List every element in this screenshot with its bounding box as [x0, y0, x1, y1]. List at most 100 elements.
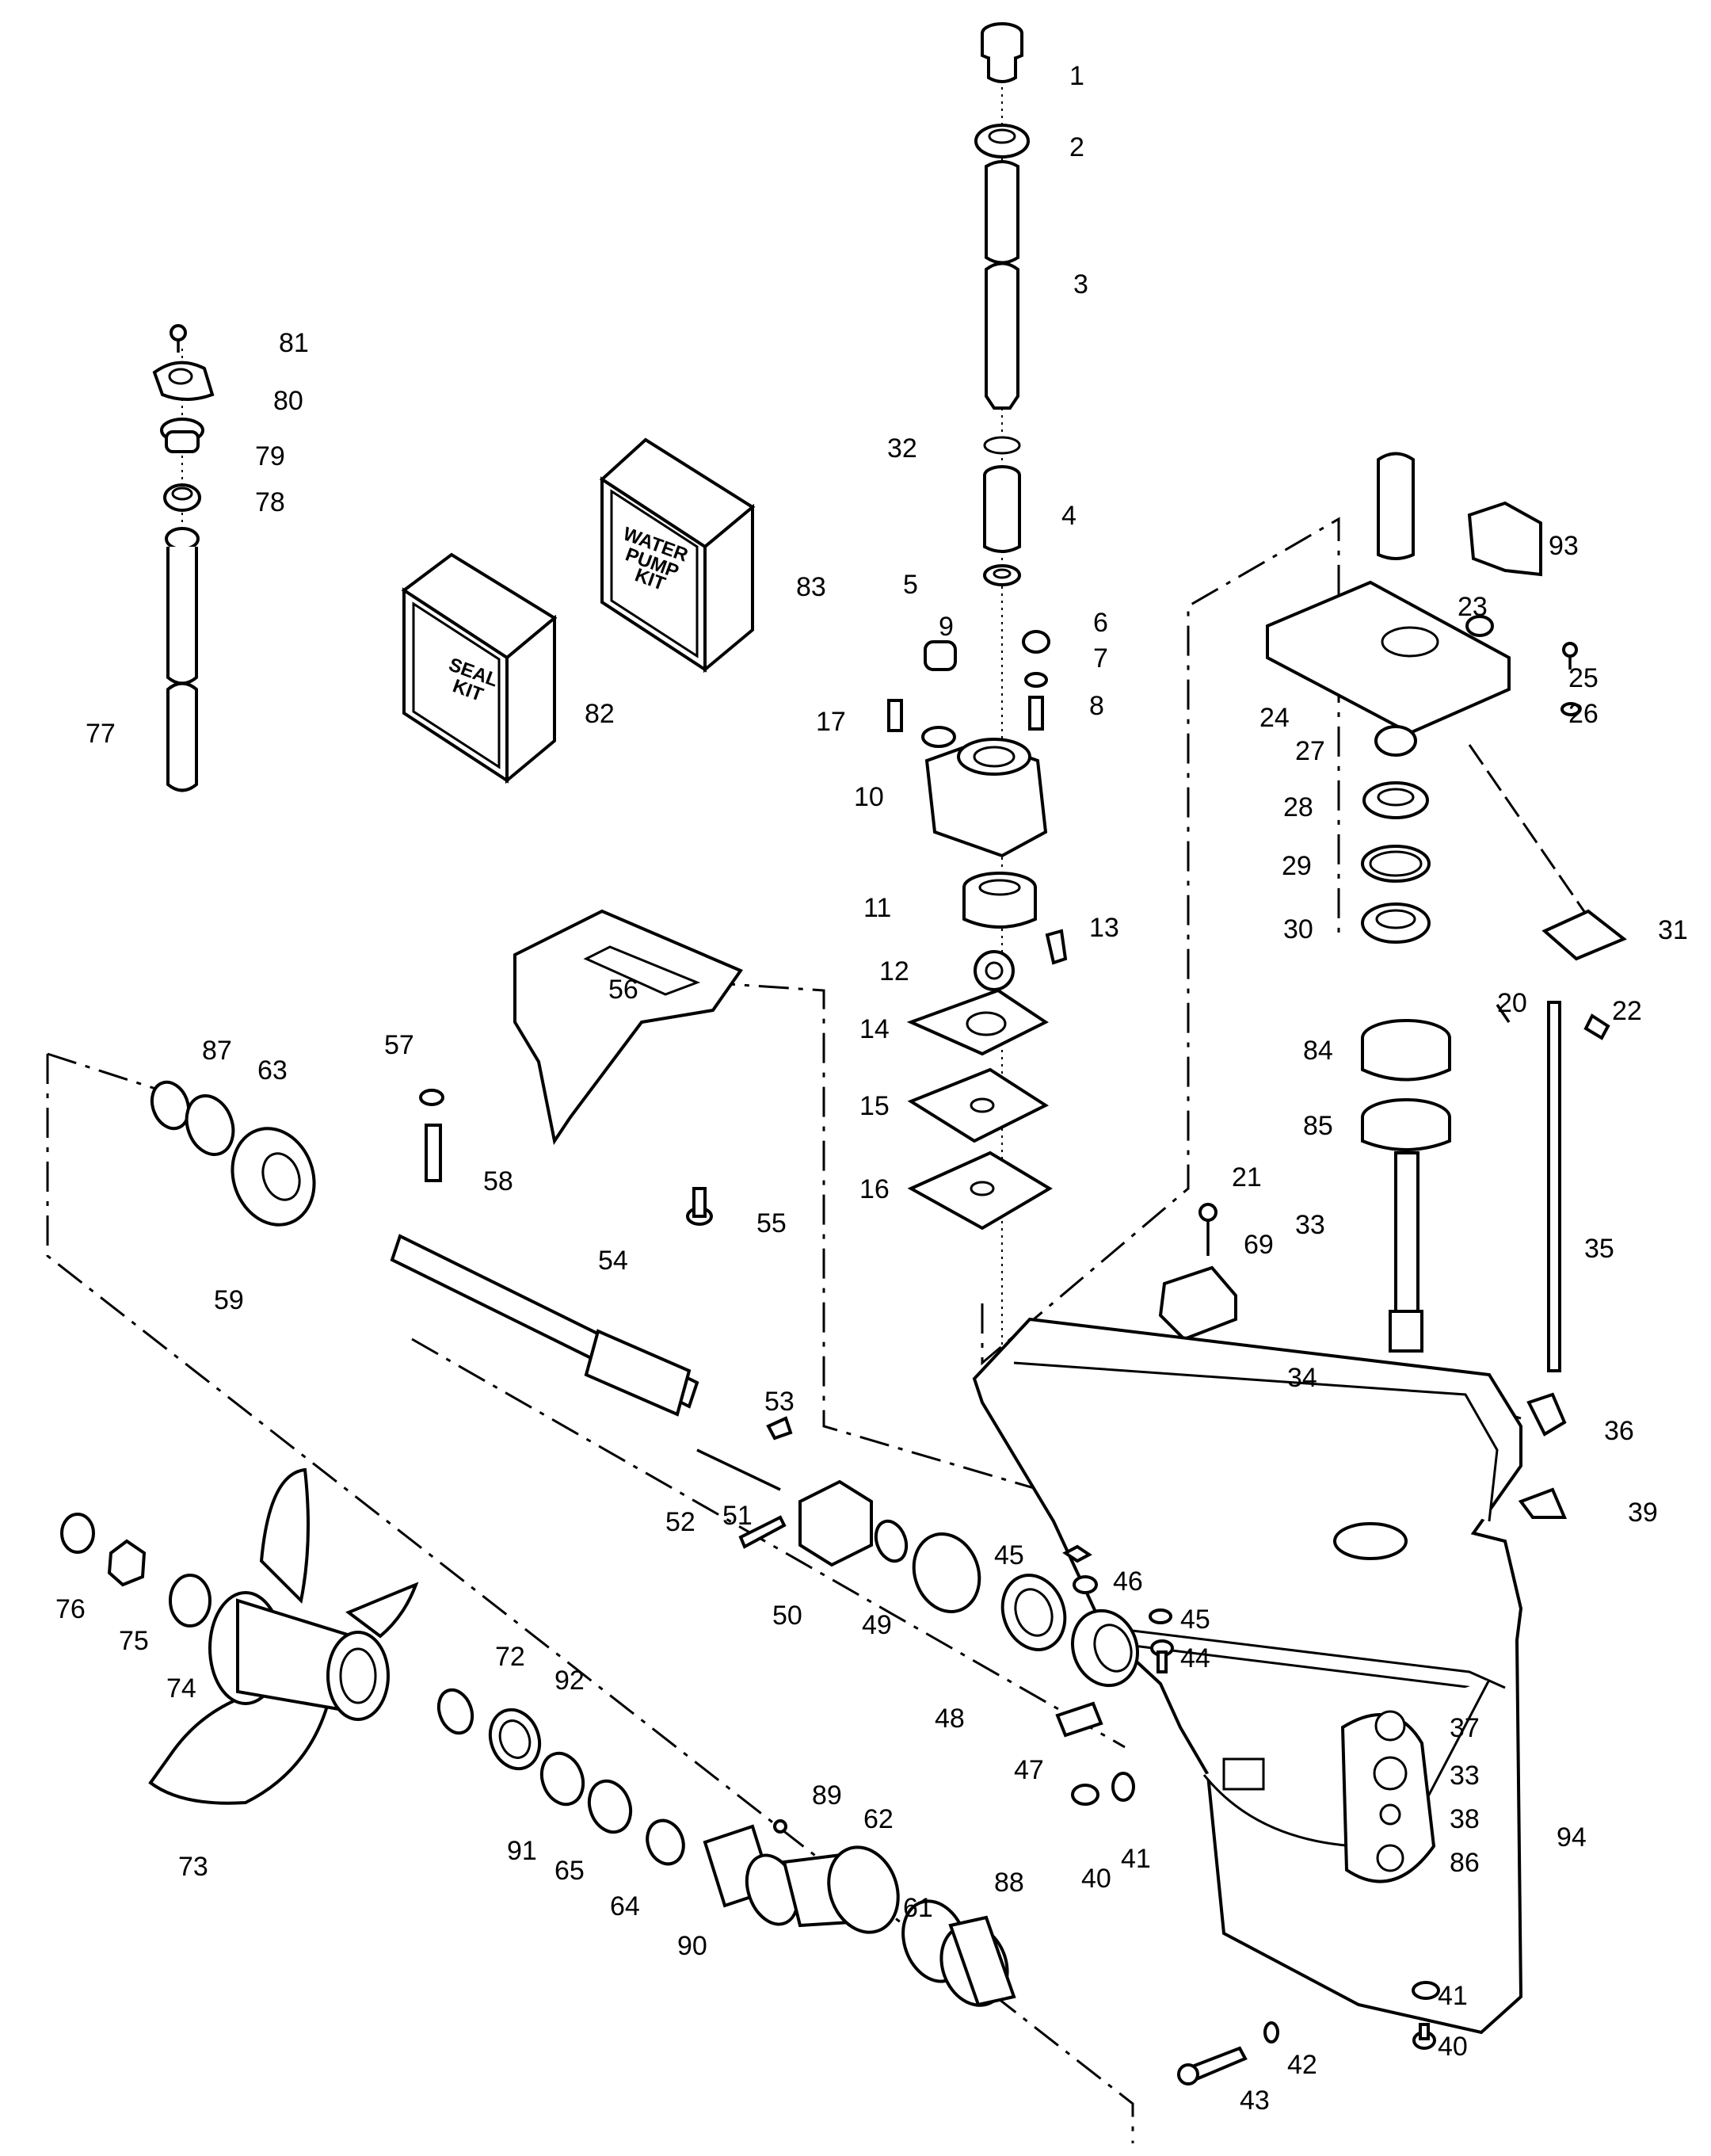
part-52-spring [696, 1448, 781, 1491]
part-27-seal [1374, 725, 1417, 757]
part-43-screw [1177, 2046, 1248, 2085]
callout-c33b: 33 [1450, 1761, 1480, 1791]
part-14-gasket [906, 988, 1049, 1056]
part-59-gear [231, 1127, 316, 1227]
callout-c4: 4 [1061, 501, 1077, 531]
part-8-stud [1028, 696, 1044, 731]
callout-c85: 85 [1303, 1111, 1333, 1141]
callout-c42: 42 [1287, 2050, 1317, 2080]
part-41-washer-a [1111, 1772, 1135, 1802]
callout-c49: 49 [862, 1610, 892, 1640]
part-48-gear [912, 1532, 1067, 1651]
callout-c39: 39 [1628, 1498, 1658, 1528]
callout-c16: 16 [859, 1174, 890, 1204]
part-7-washer [1024, 672, 1048, 688]
callout-c20: 20 [1497, 988, 1527, 1018]
callout-c62: 62 [863, 1804, 894, 1834]
part-17-stud [887, 699, 903, 732]
callout-c2: 2 [1069, 132, 1084, 162]
callout-c55: 55 [756, 1208, 787, 1238]
callout-c41a: 41 [1121, 1844, 1151, 1874]
callout-c43: 43 [1240, 2085, 1270, 2116]
guide-line-shaft-axis [411, 1337, 1126, 1749]
part-26-washer [1560, 702, 1581, 716]
callout-c31: 31 [1658, 915, 1688, 945]
callout-c91: 91 [507, 1836, 537, 1866]
part-75-tab-washer [107, 1539, 147, 1587]
callout-c35: 35 [1584, 1234, 1614, 1264]
part-10-pump-housing [921, 726, 1048, 858]
part-40-screw-a [1071, 1784, 1099, 1806]
upper-shaft-stub [1377, 452, 1415, 560]
callout-c92: 92 [554, 1666, 585, 1696]
callout-c3: 3 [1073, 269, 1088, 300]
callout-c34: 34 [1287, 1363, 1317, 1393]
callout-c72: 72 [495, 1642, 525, 1672]
callout-c7: 7 [1093, 643, 1108, 674]
guide-line-top [47, 1052, 171, 1095]
callout-c75: 75 [119, 1626, 149, 1656]
callout-c41b: 41 [1438, 1981, 1468, 2011]
callout-c84: 84 [1303, 1036, 1333, 1066]
part-49-washer [874, 1519, 909, 1563]
callout-c78: 78 [255, 487, 285, 517]
callout-c57: 57 [384, 1030, 414, 1060]
callout-c69: 69 [1244, 1230, 1274, 1260]
part-50-clutch [798, 1479, 873, 1567]
water-pump-kit-box: WATER PUMP KIT [599, 437, 756, 674]
part-91-retainer [539, 1751, 585, 1807]
callout-c65: 65 [554, 1856, 585, 1886]
part-72-washer [436, 1688, 474, 1735]
callout-c58: 58 [483, 1166, 513, 1196]
guide-line-pump-base [981, 517, 1340, 1366]
callout-c81: 81 [279, 328, 309, 358]
callout-c77: 77 [86, 719, 116, 749]
part-4-sleeve [983, 465, 1021, 553]
part-25-screw [1562, 642, 1578, 670]
part-69-block [1158, 1265, 1237, 1341]
part-40-screw-b [1412, 2023, 1436, 2050]
part-62-bearing-carrier [745, 1845, 900, 1934]
part-12-impeller [974, 950, 1015, 991]
callout-c6: 6 [1093, 608, 1108, 638]
callout-c32: 32 [887, 433, 917, 464]
callout-c27: 27 [1295, 736, 1325, 766]
part-46-nut [1073, 1575, 1098, 1594]
callout-c51: 51 [722, 1501, 753, 1531]
callout-c80: 80 [273, 386, 303, 416]
propeller-group [60, 1467, 1016, 2007]
part-76-nut [60, 1513, 95, 1554]
part-65-bearing [587, 1779, 633, 1834]
callout-labels: 1233245678917101112131415168180797877838… [55, 61, 1688, 2116]
part-36-cam [1526, 1392, 1567, 1437]
callout-c47: 47 [1014, 1755, 1044, 1785]
part-42-washer [1263, 2021, 1279, 2043]
part-15-plate [907, 1067, 1050, 1143]
housing-hardware [1177, 1981, 1440, 2085]
callout-c52: 52 [665, 1507, 695, 1537]
upper-right-group [1266, 452, 1627, 961]
part-6-nut [1022, 630, 1050, 654]
part-63-bearing [185, 1094, 235, 1156]
part-55-screw [686, 1187, 713, 1226]
callout-c9: 9 [939, 612, 954, 642]
part-35-shift-shaft [1547, 1001, 1561, 1372]
callout-c22: 22 [1612, 996, 1642, 1026]
part-74-spacer [169, 1574, 211, 1627]
callout-c12: 12 [879, 956, 909, 986]
water-pump-group [887, 630, 1068, 1231]
callout-c89: 89 [812, 1780, 842, 1811]
part-80-cam [152, 361, 215, 401]
part-84-cup [1361, 1019, 1451, 1082]
trim-tab-group [419, 909, 744, 1226]
part-45-washer-b [1149, 1608, 1172, 1624]
part-88-bearing [939, 1915, 1016, 2007]
part-53-pin [766, 1416, 793, 1441]
callout-c93: 93 [1549, 531, 1579, 561]
part-57-washer [419, 1089, 444, 1106]
callout-c1: 1 [1069, 61, 1084, 91]
part-2-seal [974, 124, 1030, 158]
assembly-guide-lines [46, 87, 1594, 2143]
part-21-screw [1198, 1203, 1218, 1256]
part-1-bushing [981, 22, 1023, 83]
